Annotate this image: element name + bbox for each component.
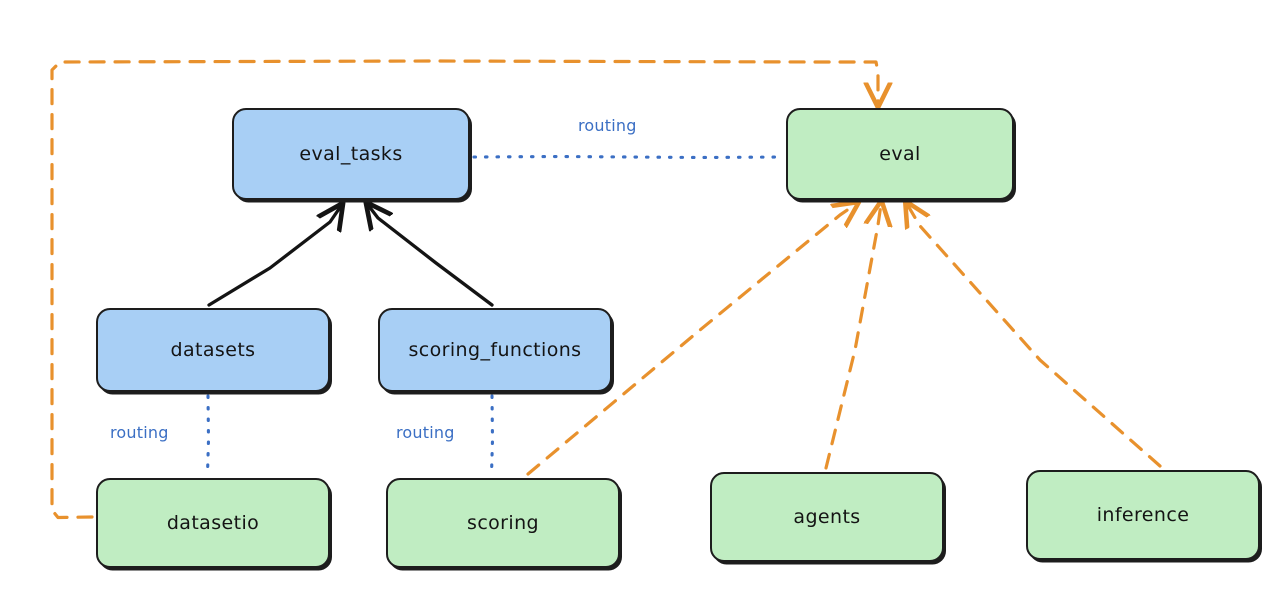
node-inference[interactable]: inference <box>1026 470 1260 560</box>
edge-label-routing-eval: routing <box>578 116 637 135</box>
routing-edge-datasets-datasetio <box>205 394 211 476</box>
node-eval-tasks[interactable]: eval_tasks <box>232 108 470 200</box>
routing-edge-eval_tasks-eval <box>472 154 784 160</box>
routing-edge-scoring_functions-scoring <box>489 394 495 476</box>
node-label-inference: inference <box>1096 504 1190 526</box>
node-eval[interactable]: eval <box>786 108 1014 200</box>
node-label-eval-tasks: eval_tasks <box>299 143 403 165</box>
node-label-eval: eval <box>879 143 921 165</box>
dependency-edge-scoring-eval <box>526 204 856 476</box>
node-scoring[interactable]: scoring <box>386 478 620 568</box>
edge-label-routing-scoring: routing <box>396 423 455 442</box>
node-scoring-functions[interactable]: scoring_functions <box>378 308 612 392</box>
node-datasets[interactable]: datasets <box>96 308 330 392</box>
node-agents[interactable]: agents <box>710 472 944 562</box>
dependency-edge-inference-eval <box>907 204 1162 468</box>
node-label-agents: agents <box>793 506 861 528</box>
node-label-scoring-functions: scoring_functions <box>408 339 582 361</box>
node-label-datasetio: datasetio <box>166 512 260 534</box>
dependency-edge-datasetio-eval <box>50 59 878 520</box>
node-datasetio[interactable]: datasetio <box>96 478 330 568</box>
node-label-scoring: scoring <box>467 512 539 534</box>
composition-edge-scoring_functions-eval_tasks <box>368 205 494 307</box>
edge-label-routing-datasetio: routing <box>110 423 169 442</box>
node-label-datasets: datasets <box>170 339 256 361</box>
dependency-edge-agents-eval <box>824 204 881 470</box>
composition-edge-datasets-eval_tasks <box>207 206 341 307</box>
